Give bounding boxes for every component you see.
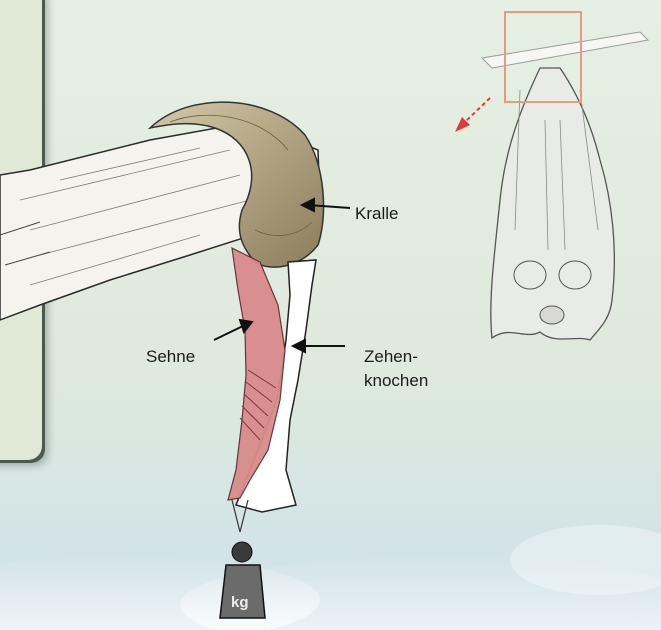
- arrow-icon: [455, 98, 490, 132]
- label-claw: Kralle: [355, 203, 398, 225]
- label-tendon: Sehne: [146, 346, 195, 368]
- clouds: [0, 525, 661, 630]
- label-toe-bone-line2: knochen: [364, 370, 428, 392]
- bat-illustration: [482, 32, 648, 340]
- weight-label: kg: [231, 592, 249, 614]
- label-toe-bone-line1: Zehen-: [364, 346, 418, 368]
